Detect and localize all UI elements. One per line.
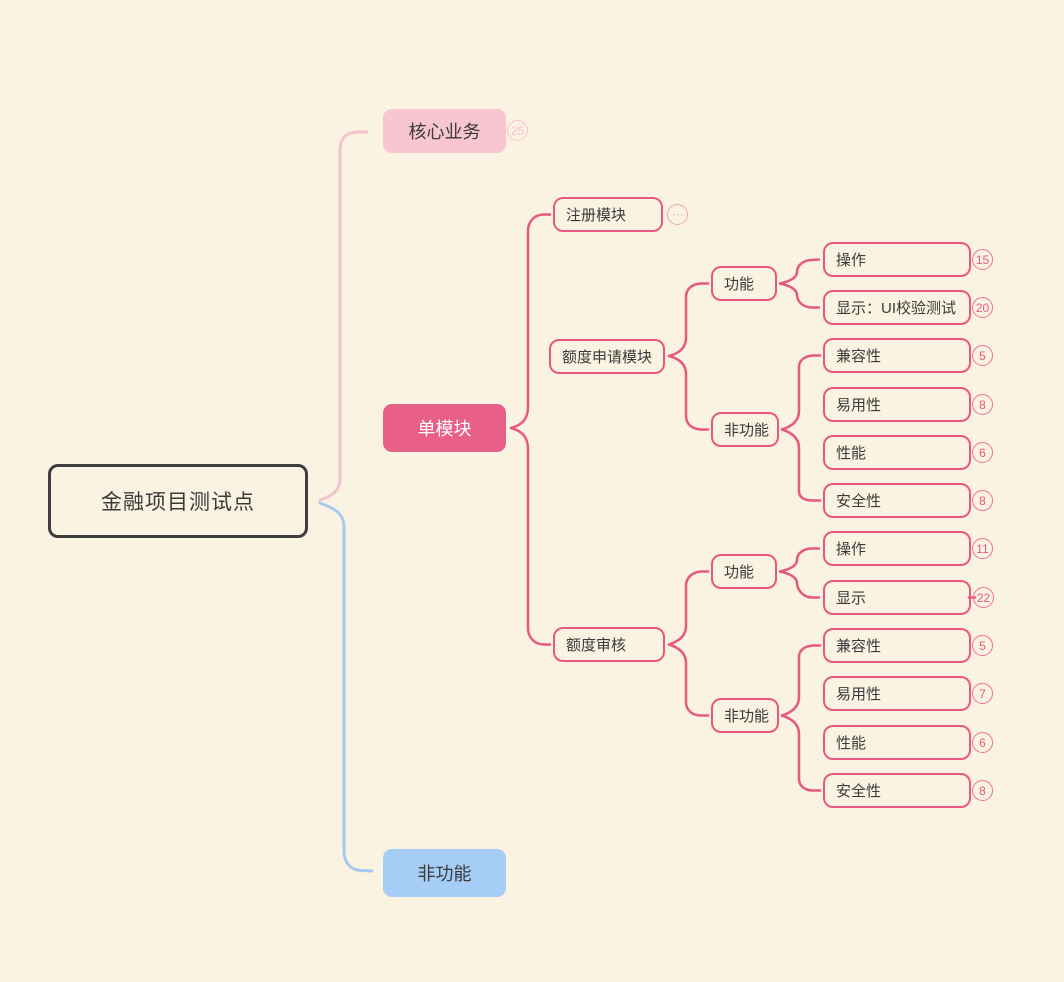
node-qr-usability[interactable]: 易用性 xyxy=(823,676,971,711)
leaf-label: 易用性 xyxy=(836,397,882,414)
node-qa-func-display[interactable]: 显示：UI校验测试 xyxy=(823,290,971,325)
leaf-label: 安全性 xyxy=(836,493,882,510)
leaf-label: 性能 xyxy=(836,735,867,752)
badge-qr-usability[interactable]: 7 xyxy=(972,683,993,704)
quota-apply-label: 额度申请模块 xyxy=(562,349,653,366)
node-register-module[interactable]: 注册模块 xyxy=(553,197,663,232)
root-to-core-line xyxy=(318,130,369,502)
qr-nonfunc-brace xyxy=(780,644,822,792)
leaf-label: 操作 xyxy=(836,252,867,269)
leaf-label: 易用性 xyxy=(836,686,882,703)
badge-qa-performance[interactable]: 6 xyxy=(972,442,993,463)
qr-func-label: 功能 xyxy=(724,564,755,581)
leaf-label: 安全性 xyxy=(836,783,882,800)
node-quota-apply-module[interactable]: 额度申请模块 xyxy=(549,339,665,374)
leaf-label: 显示 xyxy=(836,590,867,607)
node-qa-compatibility[interactable]: 兼容性 xyxy=(823,338,971,373)
node-qa-func[interactable]: 功能 xyxy=(711,266,777,301)
root-node[interactable]: 金融项目测试点 xyxy=(48,464,308,538)
node-qr-func-operation[interactable]: 操作 xyxy=(823,531,971,566)
quota-apply-brace xyxy=(667,282,710,431)
node-qr-func-display[interactable]: 显示 xyxy=(823,580,971,615)
node-qa-performance[interactable]: 性能 xyxy=(823,435,971,470)
node-non-functional-branch[interactable]: 非功能 xyxy=(383,849,506,897)
badge-qr-func-display[interactable]: 22 xyxy=(973,587,994,608)
quota-review-brace xyxy=(667,570,710,717)
qa-func-brace xyxy=(778,258,821,309)
root-to-nonfunctional-line xyxy=(318,501,374,873)
leaf-label: 兼容性 xyxy=(836,638,882,655)
qr-nonfunc-label: 非功能 xyxy=(724,708,770,725)
badge-qa-security[interactable]: 8 xyxy=(972,490,993,511)
node-core-business[interactable]: 核心业务 xyxy=(383,109,506,153)
node-qa-func-operation[interactable]: 操作 xyxy=(823,242,971,277)
node-qr-security[interactable]: 安全性 xyxy=(823,773,971,808)
non-functional-branch-label: 非功能 xyxy=(417,864,472,884)
node-qr-compatibility[interactable]: 兼容性 xyxy=(823,628,971,663)
badge-core-business-count[interactable]: 25 xyxy=(507,120,528,141)
badge-register-collapsed[interactable]: ⋯ xyxy=(667,204,688,225)
single-module-brace xyxy=(509,213,552,646)
leaf-label: 显示：UI校验测试 xyxy=(836,300,957,317)
node-qa-nonfunc[interactable]: 非功能 xyxy=(711,412,779,447)
badge-qa-compatibility[interactable]: 5 xyxy=(972,345,993,366)
qa-nonfunc-brace xyxy=(780,354,822,502)
core-business-label: 核心业务 xyxy=(408,122,481,142)
qa-func-label: 功能 xyxy=(724,276,755,293)
leaf-label: 操作 xyxy=(836,541,867,558)
node-single-module[interactable]: 单模块 xyxy=(383,404,506,452)
leaf-label: 性能 xyxy=(836,445,867,462)
badge-qr-compatibility[interactable]: 5 xyxy=(972,635,993,656)
badge-qa-func-display[interactable]: 20 xyxy=(972,297,993,318)
qr-func-brace xyxy=(778,547,821,599)
node-qr-performance[interactable]: 性能 xyxy=(823,725,971,760)
badge-qr-security[interactable]: 8 xyxy=(972,780,993,801)
badge-qr-performance[interactable]: 6 xyxy=(972,732,993,753)
qa-nonfunc-label: 非功能 xyxy=(724,422,770,439)
badge-qa-func-operation[interactable]: 15 xyxy=(972,249,993,270)
node-qa-usability[interactable]: 易用性 xyxy=(823,387,971,422)
register-module-label: 注册模块 xyxy=(566,207,627,224)
badge-qr-func-operation[interactable]: 11 xyxy=(972,538,993,559)
node-qr-func[interactable]: 功能 xyxy=(711,554,777,589)
node-qr-nonfunc[interactable]: 非功能 xyxy=(711,698,779,733)
node-quota-review-module[interactable]: 额度审核 xyxy=(553,627,665,662)
single-module-label: 单模块 xyxy=(417,419,472,439)
quota-review-label: 额度审核 xyxy=(566,637,627,654)
root-label: 金融项目测试点 xyxy=(101,491,255,514)
node-qa-security[interactable]: 安全性 xyxy=(823,483,971,518)
badge-qa-usability[interactable]: 8 xyxy=(972,394,993,415)
leaf-label: 兼容性 xyxy=(836,348,882,365)
